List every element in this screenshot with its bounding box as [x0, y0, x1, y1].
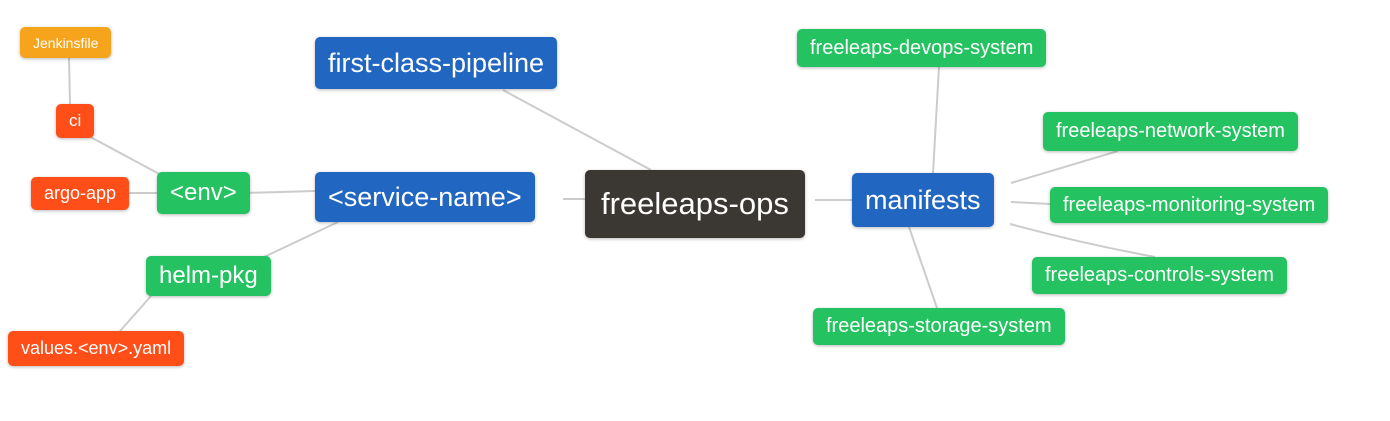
node-service-name[interactable]: <service-name> [315, 172, 535, 222]
node-freeleaps-ops-root[interactable]: freeleaps-ops [585, 170, 805, 238]
node-argo-app[interactable]: argo-app [31, 177, 130, 210]
node-env[interactable]: <env> [157, 172, 250, 214]
node-first-class-pipeline[interactable]: first-class-pipeline [315, 37, 558, 89]
edge-manifests-devops [932, 66, 940, 174]
edge-values-helmpkg [119, 295, 152, 332]
node-ci[interactable]: ci [56, 104, 95, 138]
edge-manifests-network [1010, 150, 1119, 184]
edge-jenkinsfile-ci [68, 57, 71, 105]
edge-ci-env [82, 132, 164, 177]
edge-manifests-controls [1009, 223, 1156, 258]
edge-helmpkg-servicename [261, 221, 339, 259]
node-freeleaps-controls-system[interactable]: freeleaps-controls-system [1032, 257, 1287, 294]
node-freeleaps-devops-system[interactable]: freeleaps-devops-system [797, 29, 1047, 67]
edge-manifests-monitoring [1010, 201, 1051, 205]
node-manifests[interactable]: manifests [852, 173, 994, 227]
node-jenkinsfile[interactable]: Jenkinsfile [20, 27, 112, 58]
node-helm-pkg[interactable]: helm-pkg [146, 256, 271, 296]
node-freeleaps-network-system[interactable]: freeleaps-network-system [1043, 112, 1298, 151]
edge-pipeline-ops [502, 89, 652, 171]
node-freeleaps-storage-system[interactable]: freeleaps-storage-system [813, 308, 1065, 345]
node-freeleaps-monitoring-system[interactable]: freeleaps-monitoring-system [1050, 187, 1329, 223]
edge-manifests-storage [908, 226, 938, 309]
node-values-env-yaml[interactable]: values.<env>.yaml [8, 331, 185, 366]
edge-env-servicename [242, 190, 316, 194]
